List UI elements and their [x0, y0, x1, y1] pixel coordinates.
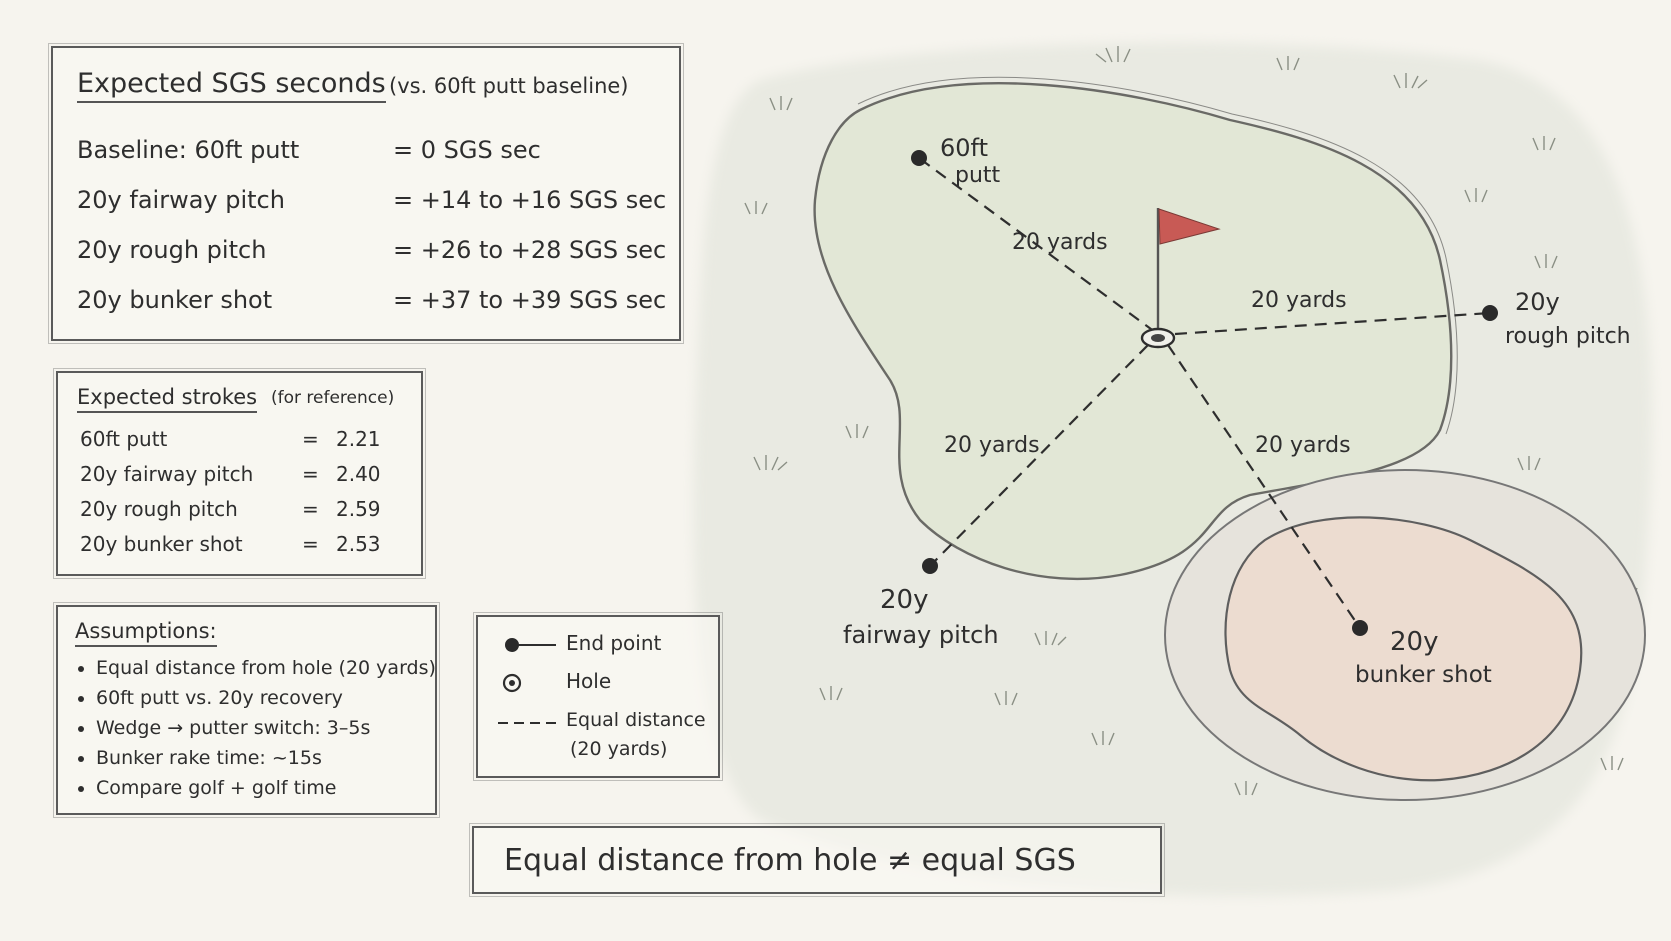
distance-label-bunker: 20 yards	[1255, 433, 1351, 458]
line-to-putt	[918, 157, 1156, 333]
strokes-row-eq: =	[302, 462, 319, 486]
strokes-row-value: 2.59	[336, 497, 381, 521]
assumption-item: Wedge → putter switch: 3–5s	[96, 713, 436, 743]
label-bunker-line1: 20y	[1390, 627, 1438, 657]
endpoint-rough	[1482, 305, 1498, 321]
sgs-row-value: = +14 to +16 SGS sec	[393, 186, 667, 214]
label-rough-line2: rough pitch	[1505, 324, 1631, 349]
sgs-row-label: 20y bunker shot	[77, 286, 273, 314]
assumption-item: Bunker rake time: ~15s	[96, 743, 436, 773]
label-fairway-line1: 20y	[880, 585, 928, 615]
sgs-row-label: 20y fairway pitch	[77, 186, 285, 214]
strokes-row-eq: =	[302, 427, 319, 451]
sgs-row-value: = 0 SGS sec	[393, 136, 541, 164]
putting-green	[813, 82, 1453, 581]
assumptions-title: Assumptions:	[75, 619, 217, 647]
legend-endpoint-label: End point	[566, 631, 662, 655]
label-putt-line1: 60ft	[940, 134, 988, 162]
distance-lines	[918, 157, 1491, 629]
sgs-row-label: 20y rough pitch	[77, 236, 267, 264]
line-to-rough	[1174, 311, 1491, 336]
sgs-box-subtitle: (vs. 60ft putt baseline)	[389, 74, 629, 98]
legend-box: End point Hole Equal distance (20 yards)	[473, 612, 723, 781]
grass-tufts	[744, 46, 1638, 796]
distance-label-rough: 20 yards	[1251, 288, 1347, 313]
legend-hole-icon	[502, 673, 522, 693]
expected-strokes-box: Expected strokes (for reference) 60ft pu…	[53, 368, 426, 579]
strokes-box-subtitle: (for reference)	[271, 388, 395, 408]
legend-dashed-label-line1: Equal distance	[566, 709, 706, 731]
label-putt-line2: putt	[955, 163, 1001, 188]
label-bunker-line2: bunker shot	[1355, 662, 1492, 688]
label-fairway-line2: fairway pitch	[843, 621, 999, 649]
assumption-item: 60ft putt vs. 20y recovery	[96, 683, 436, 713]
bunker-sand	[1224, 516, 1583, 782]
strokes-row-value: 2.53	[336, 532, 381, 556]
sgs-seconds-box: Expected SGS seconds (vs. 60ft putt base…	[48, 43, 684, 344]
label-rough-line1: 20y	[1515, 288, 1560, 316]
strokes-row-eq: =	[302, 497, 319, 521]
strokes-row-eq: =	[302, 532, 319, 556]
distance-label-putt: 20 yards	[1012, 230, 1108, 255]
endpoint-fairway	[922, 558, 938, 574]
endpoint-bunker	[1352, 620, 1368, 636]
flag-icon	[1158, 208, 1221, 245]
strokes-row-value: 2.21	[336, 427, 381, 451]
strokes-row-label: 60ft putt	[80, 427, 168, 451]
endpoint-putt	[911, 150, 927, 166]
legend-hole-label: Hole	[566, 669, 612, 693]
strokes-row-label: 20y bunker shot	[80, 532, 243, 556]
strokes-row-value: 2.40	[336, 462, 381, 486]
conclusion-box: Equal distance from hole ≠ equal SGS	[469, 823, 1165, 897]
sgs-row-label: Baseline: 60ft putt	[77, 136, 300, 164]
legend-endpoint-icon	[505, 638, 556, 652]
assumptions-list: Equal distance from hole (20 yards) 60ft…	[74, 653, 436, 803]
line-to-bunker	[1167, 344, 1361, 629]
strokes-box-title: Expected strokes	[77, 385, 258, 413]
conclusion-text: Equal distance from hole ≠ equal SGS	[504, 843, 1076, 878]
line-to-fairway	[929, 344, 1149, 567]
legend-dashed-label-line2: (20 yards)	[570, 738, 668, 760]
sgs-row-value: = +37 to +39 SGS sec	[393, 286, 667, 314]
sgs-row-value: = +26 to +28 SGS sec	[393, 236, 667, 264]
distance-label-fairway: 20 yards	[944, 433, 1040, 458]
assumption-item: Equal distance from hole (20 yards)	[96, 653, 436, 683]
strokes-row-label: 20y rough pitch	[80, 497, 238, 521]
legend-dashed-line-icon	[498, 722, 556, 724]
assumption-item: Compare golf + golf time	[96, 773, 436, 803]
strokes-row-label: 20y fairway pitch	[80, 462, 254, 486]
assumptions-box: Assumptions: Equal distance from hole (2…	[53, 602, 440, 818]
sgs-box-title: Expected SGS seconds	[77, 68, 386, 103]
